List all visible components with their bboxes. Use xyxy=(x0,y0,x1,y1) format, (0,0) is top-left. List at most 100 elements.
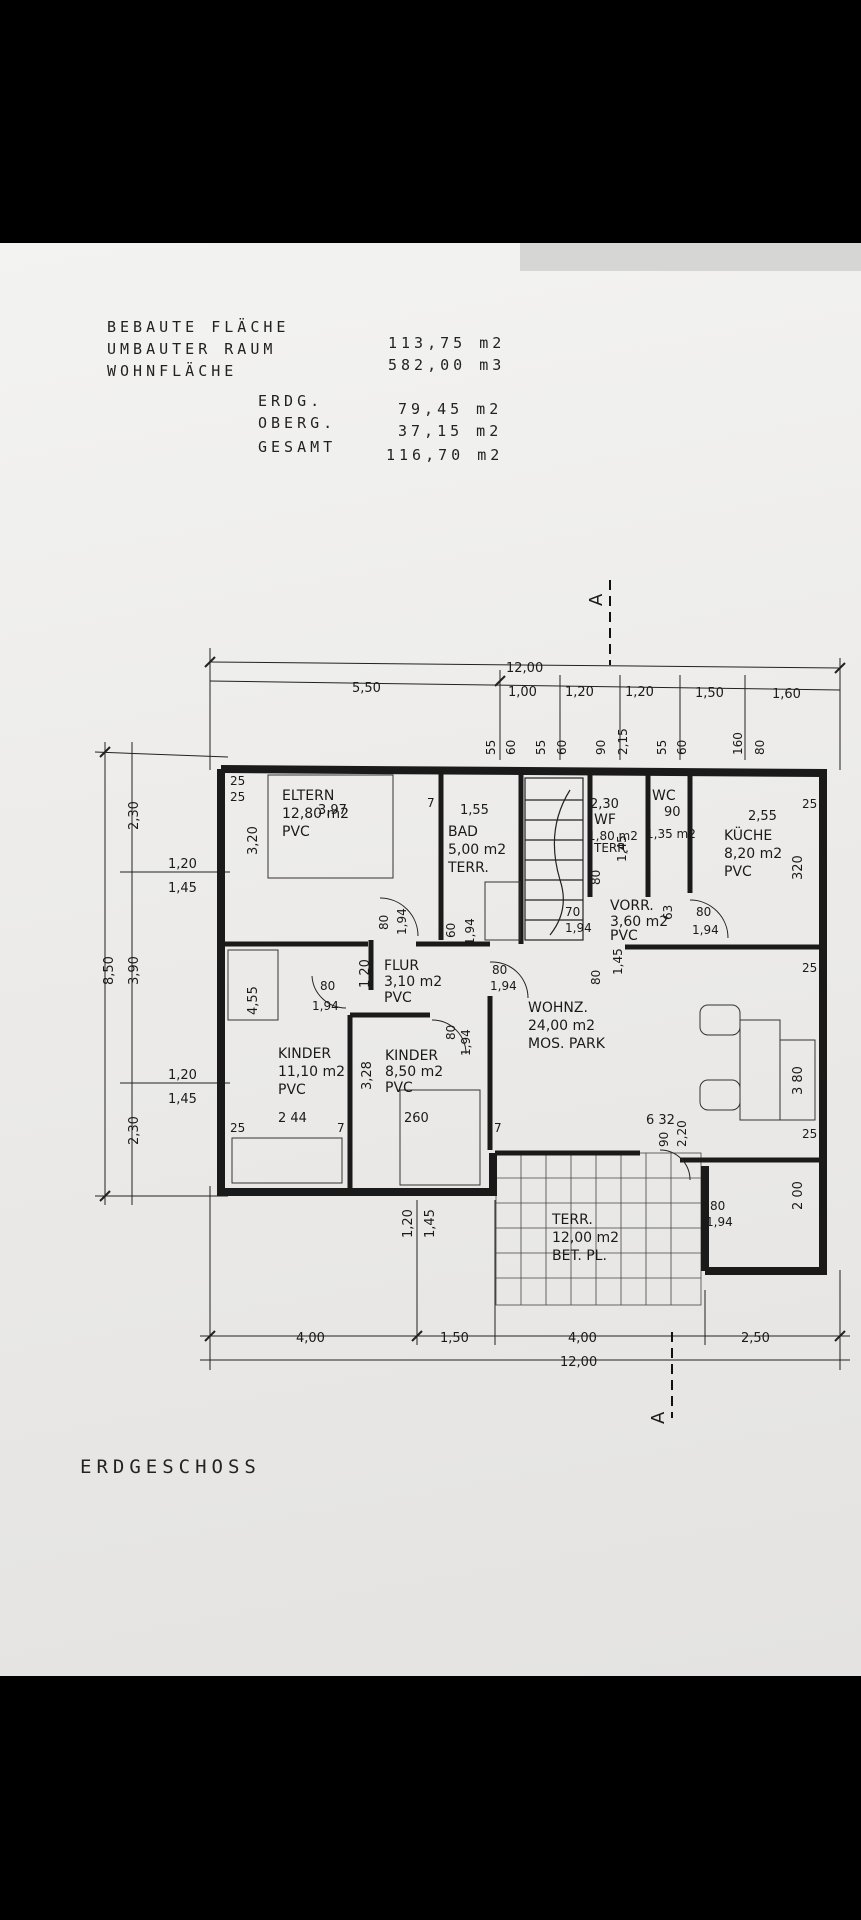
dim-v90: 90 xyxy=(594,740,608,755)
room-floor-terr: BET. PL. xyxy=(552,1248,607,1264)
room-floor-bad: TERR. xyxy=(447,860,489,876)
dim-v80: 80 xyxy=(753,740,767,755)
dim-r-260: 260 xyxy=(404,1111,429,1126)
dim-r-455: 4,55 xyxy=(246,986,261,1015)
dim-r-25-f: 25 xyxy=(802,1127,817,1141)
dim-bot-250: 2,50 xyxy=(741,1331,770,1346)
room-area-wohnz: 24,00 m2 xyxy=(528,1018,595,1034)
dim-v215: 2,15 xyxy=(616,728,630,755)
dim-v60b: 60 xyxy=(555,740,569,755)
dim-r-120: 1 20 xyxy=(358,959,373,988)
room-name-kueche: KÜCHE xyxy=(724,826,772,844)
dim-r-632: 6 32 xyxy=(646,1113,675,1128)
room-area-flur: 3,10 m2 xyxy=(384,974,442,990)
door-145-b: 1,45 xyxy=(611,948,625,975)
door-80-g: 80 xyxy=(589,970,603,985)
dim-r-7-b: 7 xyxy=(337,1121,345,1135)
room-floor-kueche: PVC xyxy=(724,864,752,880)
dim-left-120b: 1,20 xyxy=(168,1068,197,1083)
dimension-labels: 12,00 5,50 1,00 1,20 1,20 1,50 1,60 55 6… xyxy=(102,661,817,1370)
dim-bot-total: 12,00 xyxy=(560,1355,597,1370)
door-220: 2,20 xyxy=(675,1120,689,1147)
dim-left-850: 8,50 xyxy=(102,956,117,985)
dim-bot-400a: 4,00 xyxy=(296,1331,325,1346)
dim-v160: 160 xyxy=(731,732,745,755)
room-area-wf: 1,80 m2 xyxy=(588,829,638,843)
room-area-bad: 5,00 m2 xyxy=(448,842,506,858)
room-name-vorr: VORR. xyxy=(610,898,654,914)
door-63: 63 xyxy=(661,905,675,920)
floor-caption: ERDGESCHOSS xyxy=(80,1456,261,1478)
dim-bot-400b: 4,00 xyxy=(568,1331,597,1346)
door-194-a: 1,94 xyxy=(395,908,409,935)
room-floor-eltern: PVC xyxy=(282,824,310,840)
room-name-wf: WF xyxy=(594,812,616,828)
paper-edge xyxy=(520,243,861,271)
room-name-terr: TERR. xyxy=(551,1212,593,1228)
dim-top-100: 1,00 xyxy=(508,685,537,700)
room-floor-wohnz: MOS. PARK xyxy=(528,1036,606,1052)
stat-oberg-label: OBERG. xyxy=(258,414,337,432)
room-floor-kinder-2: PVC xyxy=(385,1080,413,1096)
dim-left-120a: 1,20 xyxy=(168,857,197,872)
door-194-f: 1,94 xyxy=(565,921,592,935)
room-area-terr: 12,00 m2 xyxy=(552,1230,619,1246)
dim-v60c: 60 xyxy=(675,740,689,755)
door-194-h: 1,94 xyxy=(706,1215,733,1229)
dim-left-390: 3,90 xyxy=(127,956,142,985)
door-80-a: 80 xyxy=(377,915,391,930)
door-194-c: 1,94 xyxy=(312,999,339,1013)
dim-top-550: 5,50 xyxy=(352,681,381,696)
section-line-a xyxy=(609,580,673,1418)
door-swings xyxy=(311,897,729,1181)
section-marker-top: A xyxy=(586,593,607,606)
door-80-b: 80 xyxy=(320,979,335,993)
room-floor-wf: TERR. xyxy=(593,841,629,855)
door-80-d: 80 xyxy=(444,1025,458,1040)
dim-v55c: 55 xyxy=(655,740,669,755)
dim-top-120a: 1,20 xyxy=(565,685,594,700)
terrace-tiles xyxy=(495,1152,702,1306)
door-194-b: 1,94 xyxy=(463,918,477,945)
room-area-kueche: 8,20 m2 xyxy=(724,846,782,862)
room-name-kinder-2: KINDER xyxy=(385,1048,438,1064)
door-194-d: 1,94 xyxy=(490,979,517,993)
room-name-flur: FLUR xyxy=(384,958,419,974)
room-name-bad: BAD xyxy=(448,824,478,840)
dim-r-244: 2 44 xyxy=(278,1111,307,1126)
room-area-kinder-2: 8,50 m2 xyxy=(385,1064,443,1080)
room-area-kinder-1: 11,10 m2 xyxy=(278,1064,345,1080)
dim-left-145b: 1,45 xyxy=(168,1092,197,1107)
dim-bot-145: 1,45 xyxy=(423,1209,438,1238)
dim-left-230b: 2,30 xyxy=(127,1116,142,1145)
dim-top-160: 1,60 xyxy=(772,687,801,702)
door-80-e: 80 xyxy=(589,870,603,885)
section-marker-bottom: A xyxy=(648,1411,669,1424)
furniture xyxy=(227,774,816,1186)
dim-v55a: 55 xyxy=(484,740,498,755)
door-145-a: 1,45 xyxy=(615,835,629,862)
door-80-c: 80 xyxy=(492,963,507,977)
dimension-lines xyxy=(94,648,850,1370)
room-name-eltern: ELTERN xyxy=(282,788,334,804)
door-90: 90 xyxy=(657,1132,671,1147)
stat-erdg-label: ERDG. xyxy=(258,392,324,410)
dim-r-25-c: 25 xyxy=(230,1121,245,1135)
staircase xyxy=(524,777,584,941)
dim-bot-120: 1,20 xyxy=(401,1209,416,1238)
dim-r-7-a: 7 xyxy=(427,796,435,810)
dim-r-320a: 3,20 xyxy=(246,826,261,855)
stat-bebaute-label: BEBAUTE FLÄCHE xyxy=(107,318,290,336)
room-name-wohnz: WOHNZ. xyxy=(528,1000,588,1016)
room-floor-vorr: PVC xyxy=(610,928,638,944)
dim-v55b: 55 xyxy=(534,740,548,755)
dim-r-7-c: 7 xyxy=(494,1121,502,1135)
door-60-a: 60 xyxy=(444,923,458,938)
dim-r-25-e: 25 xyxy=(802,961,817,975)
dim-r-255: 2,55 xyxy=(748,809,777,824)
dim-r-25-d: 25 xyxy=(802,797,817,811)
dim-top-total: 12,00 xyxy=(506,661,543,676)
dim-r-320b: 320 xyxy=(791,855,806,880)
room-area-eltern: 12,80 m2 xyxy=(282,806,349,822)
